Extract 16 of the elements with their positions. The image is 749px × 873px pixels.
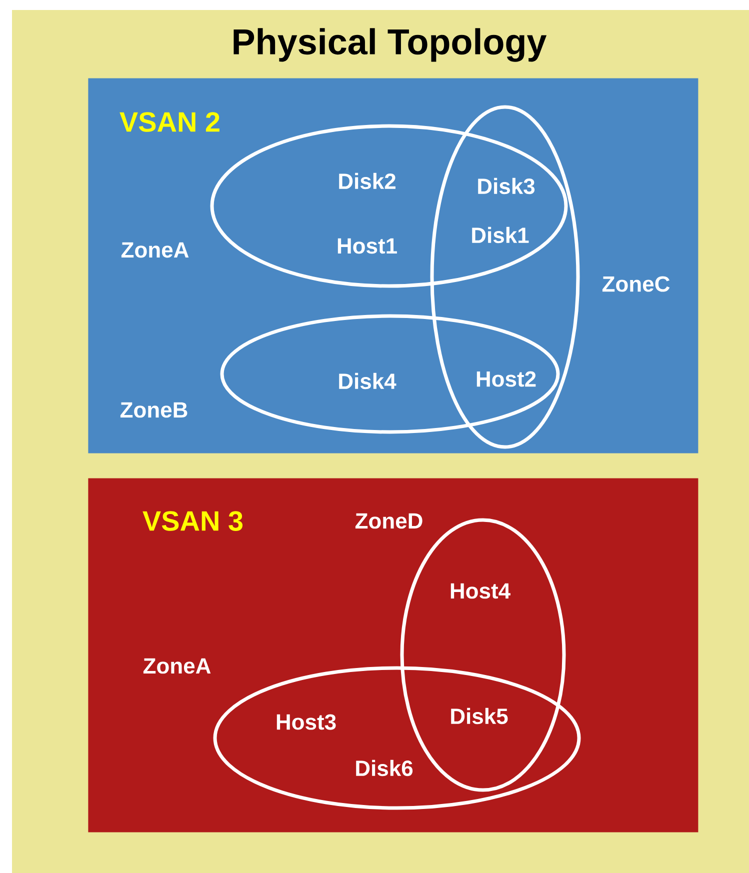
member-label: Host1 <box>338 238 397 254</box>
member-label: Disk3 <box>478 178 535 194</box>
member-label: Disk1 <box>472 226 529 244</box>
member-label: Host2 <box>476 371 536 387</box>
node-label: ZoneA <box>143 658 211 674</box>
node-label: ZoneB <box>120 402 188 418</box>
member-label: Host4 <box>450 583 510 599</box>
title: Physical Topology <box>234 28 547 62</box>
member-label: Disk2 <box>339 172 396 190</box>
node-label: ZoneA <box>121 242 189 258</box>
member-label: Disk4 <box>339 372 396 390</box>
node-label: ZoneC <box>602 276 670 292</box>
node-label: ZoneD <box>355 513 422 529</box>
member-label: Disk5 <box>451 708 508 724</box>
member-label: Host3 <box>276 714 336 730</box>
member-label: Disk6 <box>356 760 413 776</box>
